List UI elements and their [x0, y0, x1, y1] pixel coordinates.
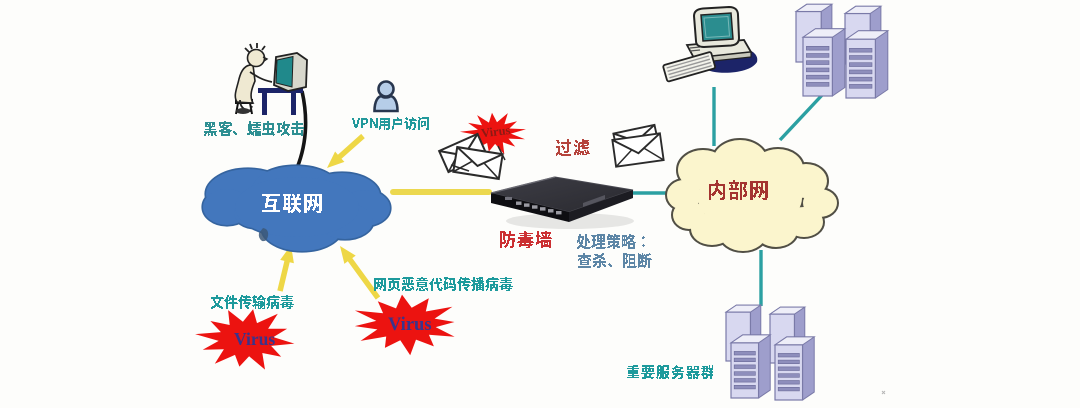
- svg-text:Virus: Virus: [388, 315, 432, 335]
- svg-text:Virus: Virus: [480, 123, 511, 140]
- svg-text:Virus: Virus: [234, 329, 275, 349]
